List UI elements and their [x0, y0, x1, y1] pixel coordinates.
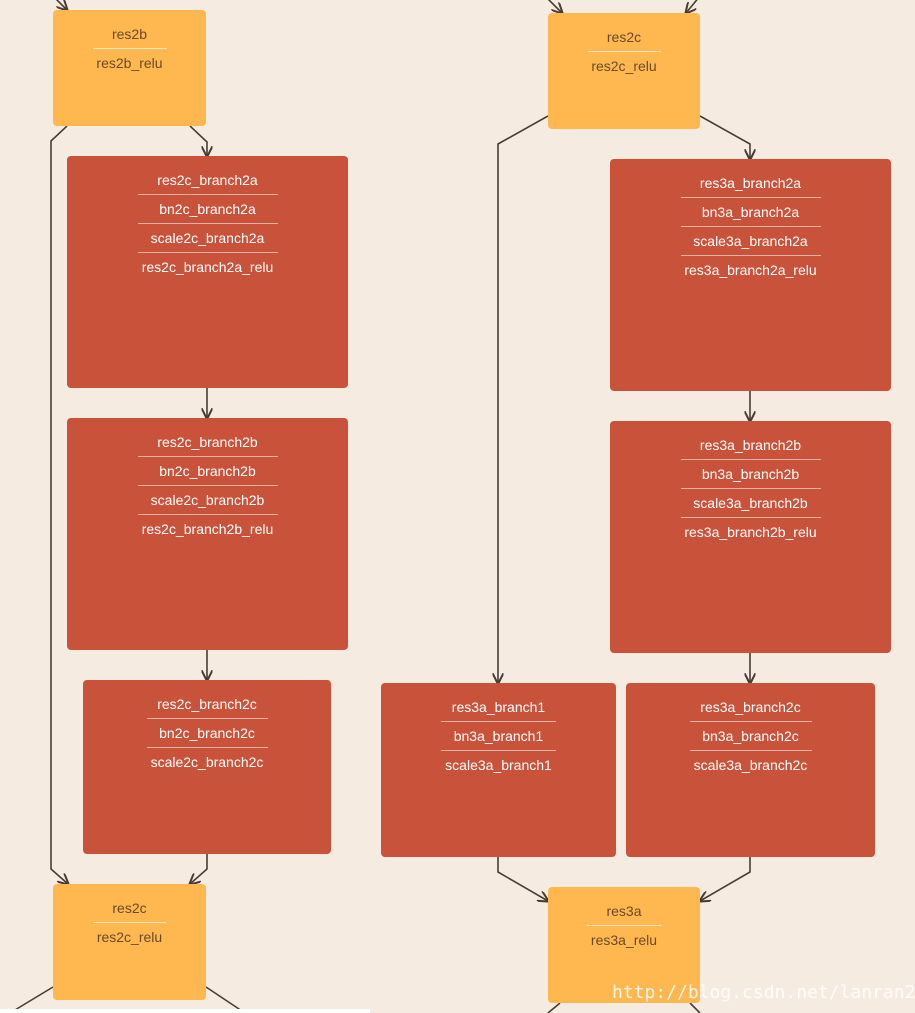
layer-label: res2b [111, 26, 148, 42]
layer-label: res3a_branch2b [699, 437, 802, 453]
edge-outgoing-res3a-left [547, 1002, 561, 1013]
layer-node-res3a[interactable]: res3a res3a_relu [548, 887, 700, 1003]
layer-label: res2c_branch2a_relu [141, 259, 274, 275]
layer-separator [137, 456, 278, 457]
layer-label: res3a_branch2a_relu [684, 262, 817, 278]
layer-node-res2c-branch2c[interactable]: res2c_branch2c bn2c_branch2c scale2c_branc… [83, 680, 331, 854]
layer-node-res3a-branch2b[interactable]: res3a_branch2b bn3a_branch2b scale3a_branc… [610, 421, 891, 653]
layer-label: res2c_branch2b [157, 434, 258, 450]
edge-incoming-res2c-left [547, 0, 562, 13]
layer-label: res2c_branch2b_relu [141, 521, 274, 537]
layer-label: res2c_branch2a [157, 172, 258, 188]
edge-res2c-right-to-res3a-branch1 [498, 115, 549, 683]
layer-label: scale2c_branch2b [150, 492, 265, 508]
layer-label: scale3a_branch2c [693, 757, 808, 773]
layer-separator [680, 459, 821, 460]
layer-node-res2c-left[interactable]: res2c res2c_relu [53, 884, 206, 1000]
layer-label: scale2c_branch2a [150, 230, 265, 246]
layer-node-res2c-branch2a[interactable]: res2c_branch2a bn2c_branch2a scale2c_branc… [67, 156, 348, 388]
layer-separator [680, 226, 821, 227]
layer-label: bn2c_branch2a [159, 201, 256, 217]
layer-label: res3a_branch2b_relu [684, 524, 817, 540]
layer-label: res3a [606, 903, 642, 919]
edge-outgoing-res2c-right [205, 986, 246, 1013]
edge-outgoing-res2c-left [9, 986, 54, 1013]
edge-res2c-right-to-res3a-branch2a [699, 115, 750, 159]
edge-res3a-branch1-to-res3a [497, 857, 548, 901]
layer-node-res3a-branch1[interactable]: res3a_branch1 bn3a_branch1 scale3a_branch1 [381, 683, 616, 857]
layer-label: res2c [606, 29, 642, 45]
layer-node-res2c-branch2b[interactable]: res2c_branch2b bn2c_branch2b scale2c_branc… [67, 418, 348, 650]
edge-res2b-to-res2c-branch2a [189, 125, 207, 156]
layer-label: scale3a_branch2b [693, 495, 808, 511]
layer-label: res2c [112, 900, 147, 916]
layer-node-res3a-branch2a[interactable]: res3a_branch2a bn3a_branch2a scale3a_branc… [610, 159, 891, 391]
layer-separator [146, 718, 268, 719]
layer-separator [137, 485, 278, 486]
layer-label: res2c_branch2c [157, 696, 257, 712]
layer-separator [146, 747, 268, 748]
layer-separator [441, 750, 556, 751]
layer-separator [680, 517, 821, 518]
edge-incoming-res2c-right [686, 0, 698, 13]
layer-separator [137, 194, 278, 195]
layer-separator [680, 488, 821, 489]
layer-separator [137, 223, 278, 224]
layer-label: scale3a_branch1 [445, 757, 552, 773]
edge-res3a-branch2c-to-res3a [700, 857, 751, 901]
layer-separator [587, 51, 661, 52]
layer-separator [137, 252, 278, 253]
layer-separator [689, 721, 812, 722]
edge-res2b-to-res2c-left [50, 125, 68, 884]
layer-separator [680, 197, 821, 198]
layer-label: bn3a_branch2a [701, 204, 800, 220]
layer-label: res2c_relu [591, 58, 657, 74]
layer-separator [92, 48, 167, 49]
bottom-strip [0, 1009, 370, 1013]
layer-separator [587, 925, 661, 926]
layer-separator [93, 922, 166, 923]
layer-separator [441, 721, 556, 722]
edge-incoming-res2b-left [55, 0, 67, 10]
edge-outgoing-res3a-right [689, 1002, 701, 1013]
layer-node-res2c-right[interactable]: res2c res2c_relu [548, 13, 700, 129]
layer-label: scale2c_branch2c [150, 754, 264, 770]
layer-node-res2b[interactable]: res2b res2b_relu [53, 10, 206, 126]
layer-label: bn3a_branch2b [701, 466, 800, 482]
layer-node-res3a-branch2c[interactable]: res3a_branch2c bn3a_branch2c scale3a_branc… [626, 683, 875, 857]
layer-label: scale3a_branch2a [693, 233, 808, 249]
layer-label: res2b_relu [96, 55, 163, 71]
layer-label: bn3a_branch1 [453, 728, 544, 744]
layer-label: res3a_branch2a [699, 175, 802, 191]
layer-label: res3a_branch1 [451, 699, 546, 715]
layer-label: bn2c_branch2b [159, 463, 256, 479]
layer-label: res3a_relu [590, 932, 658, 948]
layer-separator [689, 750, 812, 751]
layer-separator [680, 255, 821, 256]
layer-label: res3a_branch2c [700, 699, 801, 715]
layer-label: bn2c_branch2c [159, 725, 255, 741]
layer-label: bn3a_branch2c [702, 728, 799, 744]
edge-res2c-branch2c-to-res2c-left [190, 854, 208, 884]
watermark: http://blog.csdn.net/lanran2 [612, 982, 915, 1003]
layer-separator [137, 514, 278, 515]
layer-label: res2c_relu [96, 929, 163, 945]
